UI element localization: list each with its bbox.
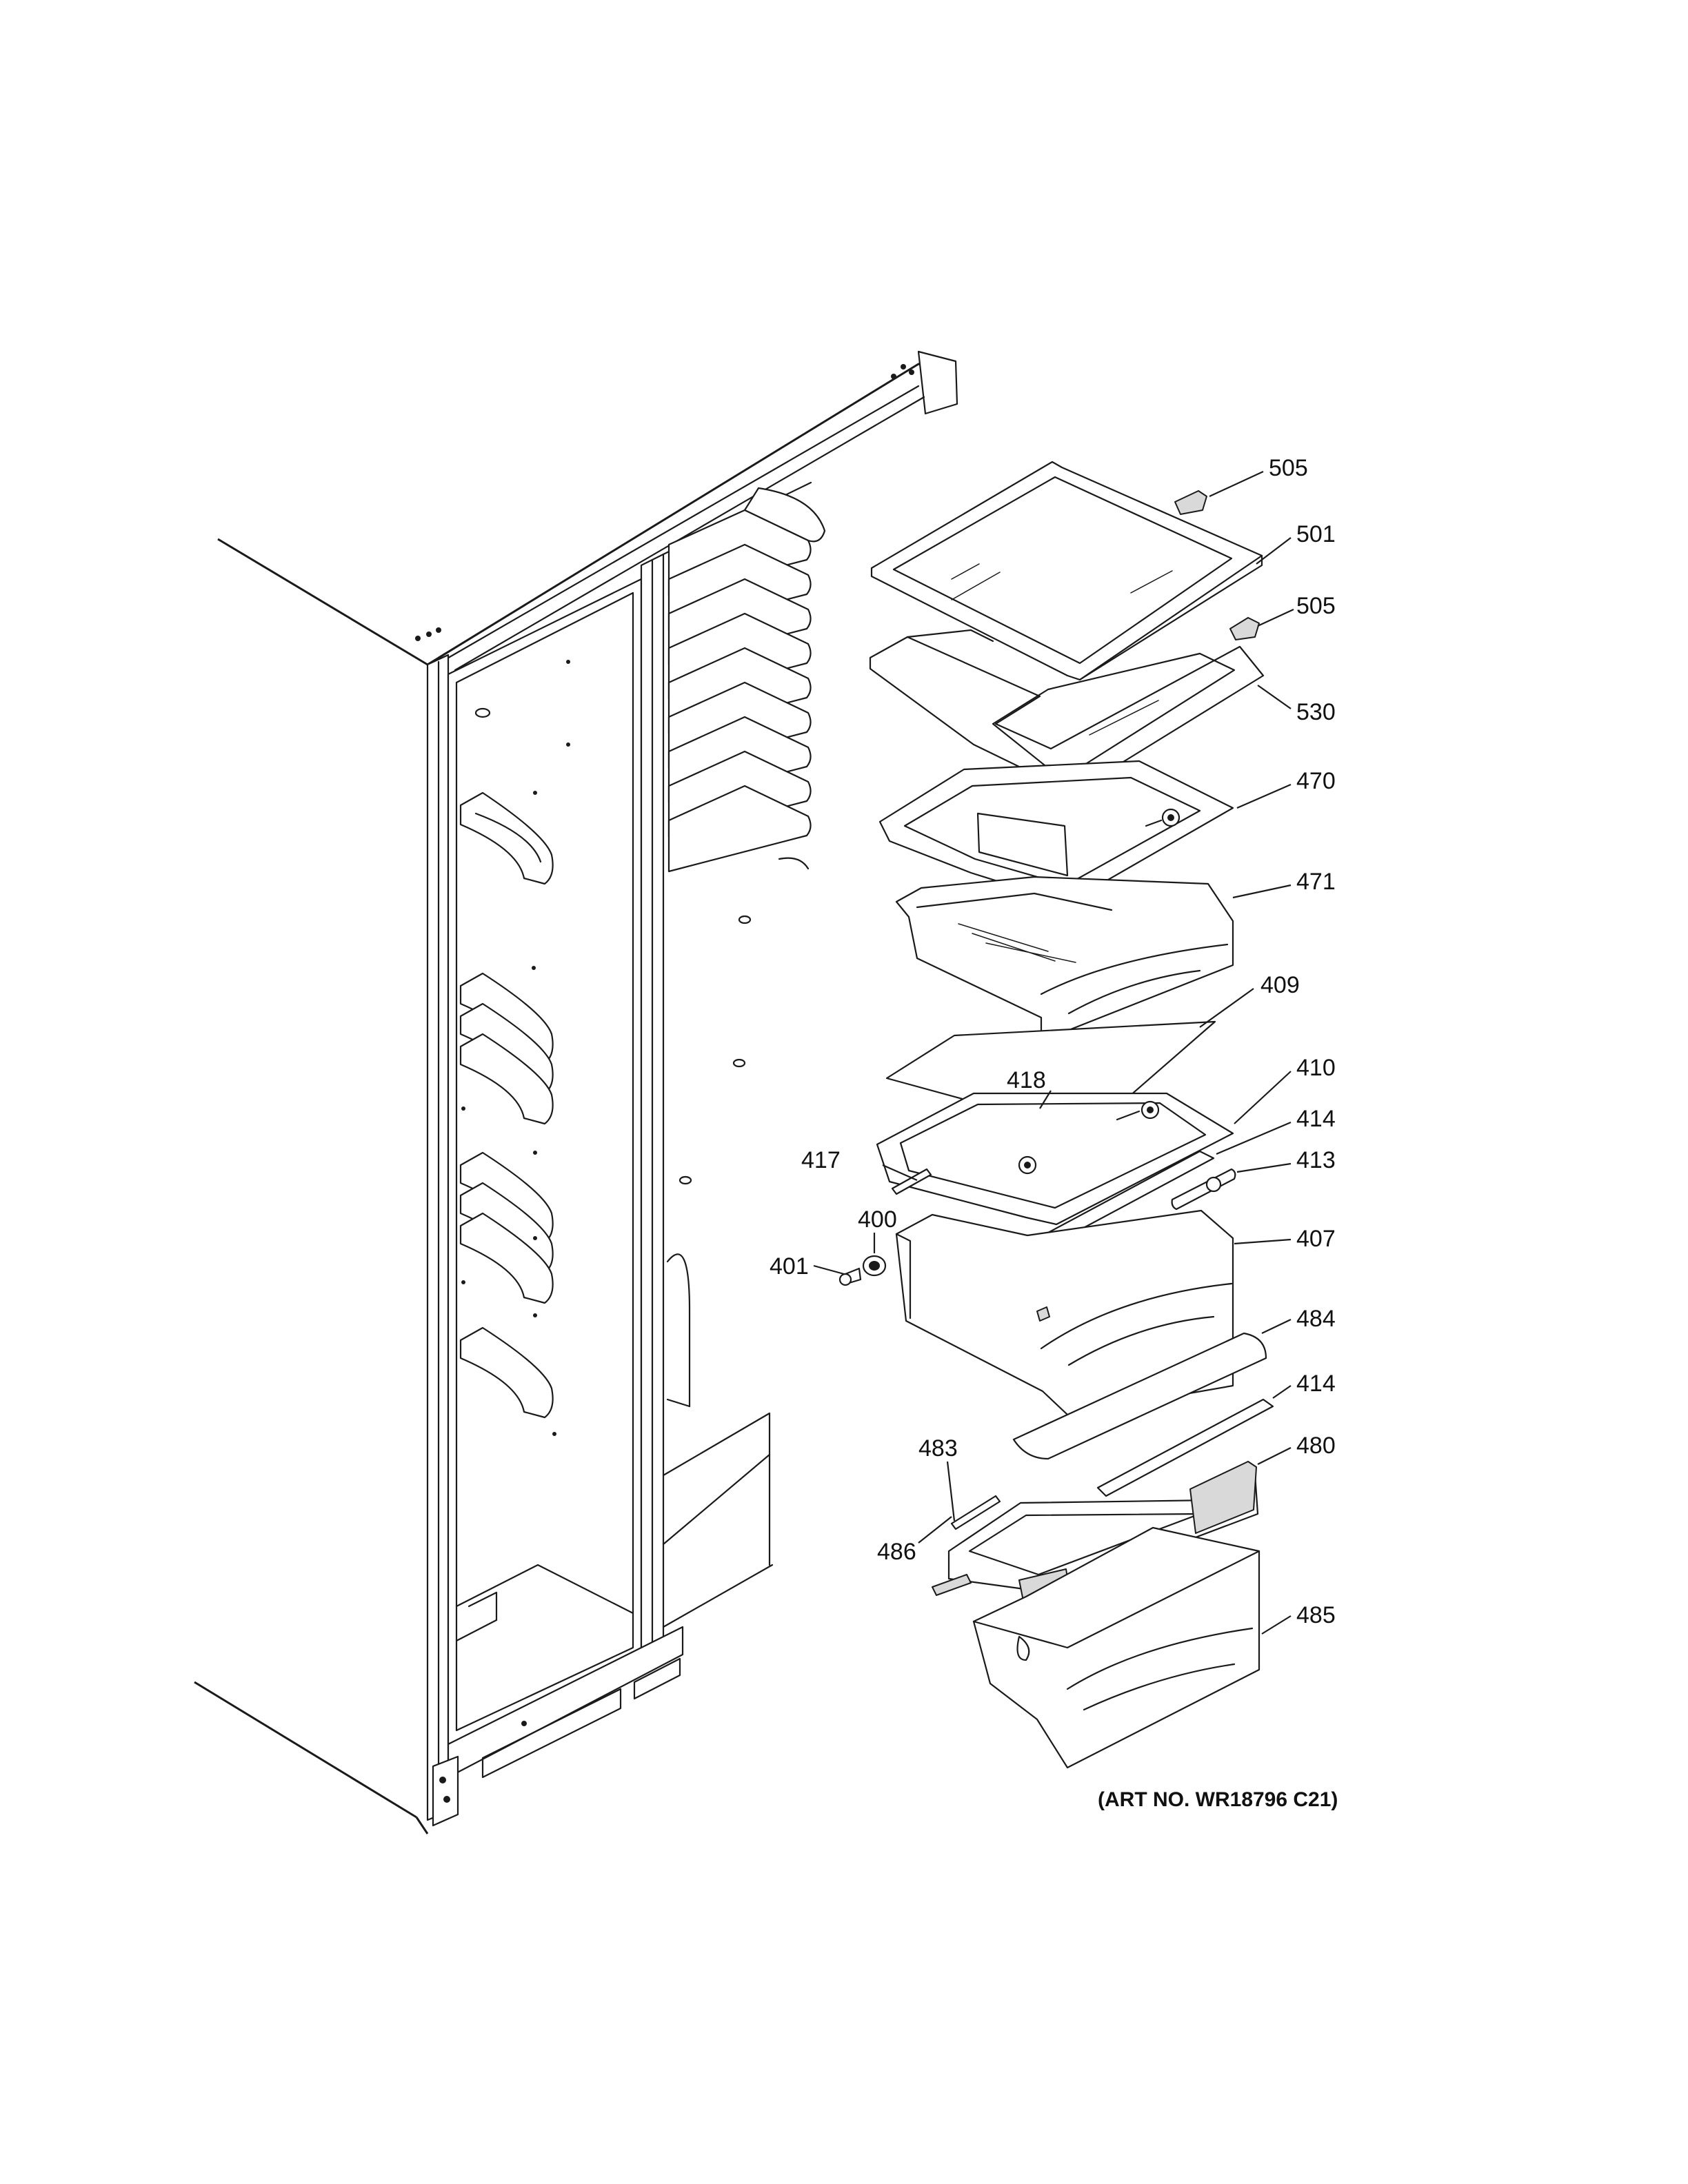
part-401-screw: [838, 1267, 862, 1286]
part-505-upper-clip: [1174, 490, 1207, 515]
part-483-rail: [950, 1495, 1001, 1530]
door-shelf-group: [459, 791, 554, 1419]
callout-414-lower: 414: [1296, 1371, 1336, 1397]
callout-470: 470: [1296, 768, 1336, 794]
callout-485: 485: [1296, 1602, 1336, 1628]
callout-417: 417: [801, 1147, 841, 1173]
callout-418: 418: [1007, 1067, 1046, 1093]
callout-505-upper: 505: [1269, 455, 1308, 481]
part-471-crisper-pan: [895, 876, 1234, 1042]
part-407-drawer: [895, 1209, 1234, 1416]
callout-413: 413: [1296, 1147, 1336, 1173]
art-number: (ART NO. WR18796 C21): [1098, 1788, 1338, 1811]
part-484-drawer-cover: [1012, 1332, 1267, 1460]
part-417-rod: [891, 1168, 932, 1195]
part-414-lower-trim: [1096, 1398, 1274, 1497]
callout-501: 501: [1296, 521, 1336, 547]
exploded-parts: [838, 461, 1274, 1769]
callout-410: 410: [1296, 1055, 1336, 1081]
part-501-glass-shelf: [870, 461, 1263, 681]
callout-414-upper: 414: [1296, 1106, 1336, 1132]
callout-407: 407: [1296, 1226, 1336, 1252]
callout-409: 409: [1260, 972, 1300, 998]
part-470-pan-cover-frame: [878, 760, 1234, 904]
callout-484: 484: [1296, 1306, 1336, 1332]
part-505-lower-clip: [1229, 617, 1260, 640]
callout-530: 530: [1296, 699, 1336, 725]
part-486-rail: [932, 1574, 972, 1596]
part-485-bottom-drawer: [972, 1526, 1260, 1769]
callout-483: 483: [918, 1435, 958, 1462]
callout-471: 471: [1296, 869, 1336, 895]
callout-401: 401: [770, 1253, 809, 1280]
callout-505-lower: 505: [1296, 593, 1336, 619]
leader-lines: [813, 471, 1294, 1635]
callout-400: 400: [858, 1206, 897, 1233]
callout-labels: 505 501 505 530 470 471 409 418 410 414 …: [770, 455, 1336, 1628]
part-413-rod: [1171, 1168, 1236, 1211]
freezer-door-racks: [667, 487, 826, 873]
refrigerator-cabinet: [194, 350, 958, 1834]
part-410-pan-cover: [876, 1092, 1234, 1226]
part-400-knob: [862, 1255, 887, 1277]
callout-480: 480: [1296, 1433, 1336, 1459]
callout-486: 486: [877, 1539, 916, 1565]
